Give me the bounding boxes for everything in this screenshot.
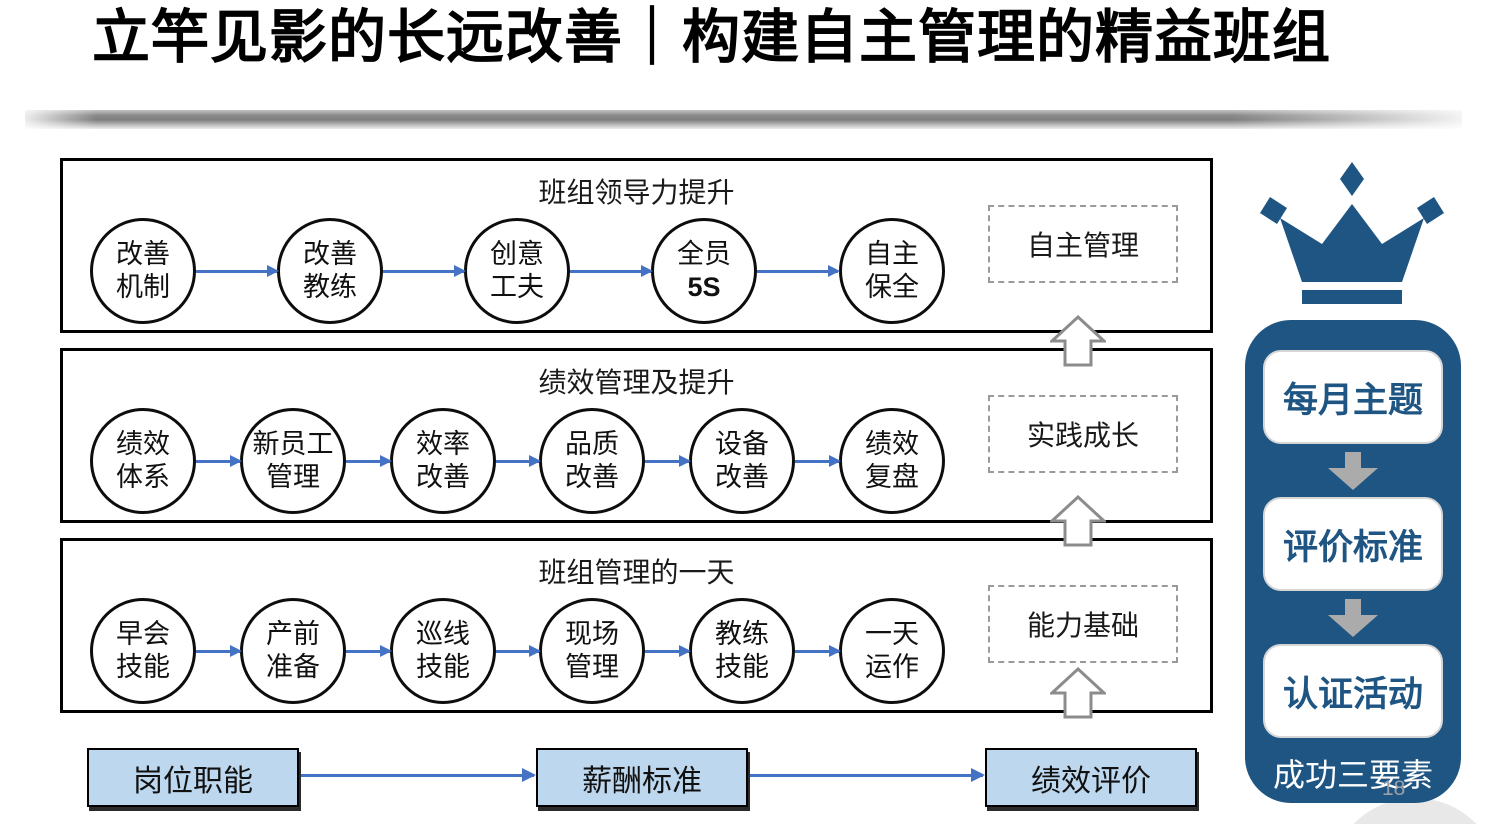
flow-arrow-icon	[496, 455, 541, 467]
section-daily: 班组管理的一天 早会技能 产前准备 巡线技能 现场管理 教练技能 一天运作 能力…	[60, 538, 1213, 713]
slide-title: 立竿见影的长远改善｜构建自主管理的精益班组	[92, 5, 1332, 70]
step-circle: 绩效体系	[90, 408, 196, 514]
section-title: 绩效管理及提升	[538, 367, 735, 398]
stage-tag-box: 能力基础	[988, 585, 1178, 663]
flow-arrow-icon	[645, 645, 691, 657]
down-arrow-icon	[1328, 452, 1378, 490]
step-circle: 创意工夫	[464, 218, 570, 324]
step-circle: 产前准备	[240, 598, 346, 704]
title-divider-bar	[25, 110, 1462, 129]
factor-box: 认证活动	[1263, 644, 1443, 738]
flow-arrow-icon	[196, 645, 242, 657]
stage-tag-box: 自主管理	[988, 205, 1178, 283]
step-circle: 新员工管理	[240, 408, 346, 514]
step-circle: 巡线技能	[390, 598, 496, 704]
foundation-box: 绩效评价	[985, 748, 1197, 807]
flow-arrow-icon	[645, 455, 691, 467]
up-arrow-icon	[1050, 667, 1106, 719]
flow-arrow-icon	[383, 265, 466, 277]
flow-arrow-icon	[795, 455, 841, 467]
panel-caption: 成功三要素	[1272, 757, 1433, 793]
flow-arrow-icon	[496, 645, 541, 657]
flow-arrow-icon	[196, 455, 242, 467]
step-circle: 现场管理	[539, 598, 645, 704]
flow-arrow-icon	[346, 645, 392, 657]
flow-arrow-icon	[346, 455, 392, 467]
step-circle: 绩效复盘	[839, 408, 945, 514]
factor-box: 每月主题	[1263, 350, 1443, 444]
success-factors-panel: 每月主题 评价标准 认证活动 成功三要素	[1245, 320, 1461, 803]
stage-tag-box: 实践成长	[988, 395, 1178, 473]
flow-arrow-icon	[757, 265, 840, 277]
step-circle: 教练技能	[689, 598, 795, 704]
section-title: 班组领导力提升	[538, 177, 735, 208]
step-circle: 自主保全	[839, 218, 945, 324]
section-performance: 绩效管理及提升 绩效体系 新员工管理 效率改善 品质改善 设备改善 绩效复盘 实…	[60, 348, 1213, 523]
step-circle: 品质改善	[539, 408, 645, 514]
crown-icon	[1260, 162, 1444, 304]
section-title: 班组管理的一天	[538, 557, 735, 588]
foundation-box: 薪酬标准	[536, 748, 748, 807]
step-circle: 改善教练	[277, 218, 383, 324]
factor-box: 评价标准	[1263, 497, 1443, 591]
step-circle: 早会技能	[90, 598, 196, 704]
down-arrow-icon	[1328, 599, 1378, 637]
up-arrow-icon	[1050, 315, 1106, 367]
foundation-box: 岗位职能	[87, 748, 299, 807]
flow-arrow-icon	[795, 645, 841, 657]
flow-arrow-icon	[301, 768, 536, 782]
step-circle: 改善机制	[90, 218, 196, 324]
step-circle: 效率改善	[390, 408, 496, 514]
step-circle: 一天运作	[839, 598, 945, 704]
flow-arrow-icon	[196, 265, 279, 277]
up-arrow-icon	[1050, 495, 1106, 547]
step-circle: 设备改善	[689, 408, 795, 514]
flow-arrow-icon	[570, 265, 653, 277]
page-number: 18	[1382, 777, 1406, 800]
flow-arrow-icon	[750, 768, 985, 782]
